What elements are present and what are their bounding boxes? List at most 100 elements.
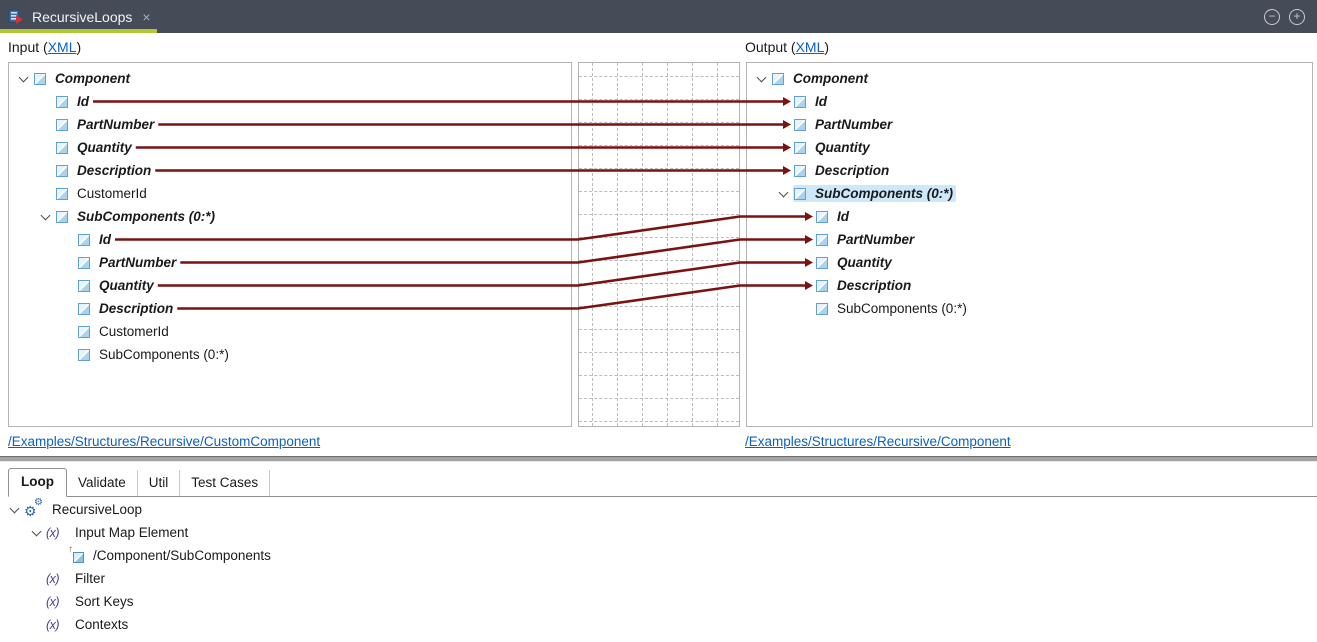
input-pane-label: Input (XML) [8,39,81,55]
node-label: CustomerId [77,186,147,201]
xml-element-icon [816,210,828,223]
expand-all-icon[interactable]: + [1289,8,1305,25]
input-xml-link[interactable]: XML [47,39,77,55]
input-node-subcomponents-0[interactable]: SubComponents (0:*) [9,343,571,366]
xml-element-icon [56,95,68,108]
node-label: Description [99,301,174,316]
node-label: PartNumber [837,232,915,247]
tab-test-cases[interactable]: Test Cases [180,470,271,496]
chevron-down-icon[interactable] [40,210,51,220]
map-element-target-icon: ↑ [68,544,84,563]
node-label: PartNumber [99,255,177,270]
grid-line [579,398,739,399]
chevron-down-icon[interactable] [9,503,20,513]
output-node-subcomponents-0[interactable]: SubComponents (0:*) [747,297,1312,320]
view-zoom-controls: − + [1264,0,1317,33]
loop-node-sort-keys[interactable]: (x)Sort Keys [0,590,1317,613]
input-node-subcomponents-0[interactable]: SubComponents (0:*) [9,205,571,228]
input-structure-link[interactable]: /Examples/Structures/Recursive/CustomCom… [8,434,321,449]
input-node-customerid[interactable]: CustomerId [9,182,571,205]
horizontal-splitter[interactable] [0,456,1317,462]
output-node-component[interactable]: Component [747,67,1312,90]
output-node-quantity[interactable]: Quantity [747,136,1312,159]
grid-line [579,122,739,123]
xml-element-icon [78,325,90,338]
node-label: Component [793,71,868,86]
output-structure-link[interactable]: /Examples/Structures/Recursive/Component [745,434,1011,449]
grid-line [579,283,739,284]
editor-tab-bar: RecursiveLoops × − + [0,0,1317,33]
grid-line [617,63,618,426]
close-tab-icon[interactable]: × [142,8,151,25]
loop-node-filter[interactable]: (x) Filter [0,567,1317,590]
loop-node-contexts[interactable]: (x) Contexts [0,613,1317,636]
expression-fx-icon: (x) [46,594,60,609]
node-label: Description [77,163,152,178]
chevron-down-icon[interactable] [778,187,789,197]
output-node-id[interactable]: Id [747,205,1312,228]
xml-element-icon [772,72,784,85]
output-label-text: Output ( [745,39,796,55]
output-node-id[interactable]: Id [747,90,1312,113]
input-node-quantity[interactable]: Quantity [9,274,571,297]
output-xml-link[interactable]: XML [795,39,825,55]
tab-loop[interactable]: Loop [8,468,67,497]
output-node-subcomponents-0[interactable]: SubComponents (0:*) [747,182,1312,205]
output-node-partnumber[interactable]: PartNumber [747,113,1312,136]
node-label: Filter [75,571,105,586]
input-node-id[interactable]: Id [9,90,571,113]
xml-element-icon [34,72,46,85]
node-label: Description [815,163,890,178]
xml-element-icon [78,233,90,246]
document-tab[interactable]: RecursiveLoops × [0,0,157,33]
grid-line [579,352,739,353]
tab-util[interactable]: Util [138,470,181,496]
chevron-down-icon[interactable] [756,72,767,82]
input-node-description[interactable]: Description [9,297,571,320]
mapping-document-icon [8,9,24,24]
output-node-partnumber[interactable]: PartNumber [747,228,1312,251]
grid-line [692,63,693,426]
input-label-close: ) [76,39,82,55]
node-label: Id [99,232,111,247]
loop-node-component-subcomponents[interactable]: ↑ /Component/SubComponents [0,544,1317,567]
input-node-description[interactable]: Description [9,159,571,182]
input-node-id[interactable]: Id [9,228,571,251]
grid-line [579,237,739,238]
node-label: Quantity [815,140,870,155]
grid-line [579,214,739,215]
input-node-partnumber[interactable]: PartNumber [9,113,571,136]
grid-line [579,99,739,100]
input-node-component[interactable]: Component [9,67,571,90]
node-label: /Component/SubComponents [93,548,271,563]
chevron-down-icon[interactable] [18,72,29,82]
output-node-description[interactable]: Description [747,274,1312,297]
loop-node-input-map-element[interactable]: (x)Input Map Element [0,521,1317,544]
loop-node-recursiveloop[interactable]: ⚙⚙RecursiveLoop [0,497,1317,521]
input-node-customerid[interactable]: CustomerId [9,320,571,343]
xml-element-icon [78,302,90,315]
xml-element-icon [56,187,68,200]
output-node-description[interactable]: Description [747,159,1312,182]
input-node-partnumber[interactable]: PartNumber [9,251,571,274]
xml-element-icon [816,233,828,246]
tab-validate[interactable]: Validate [67,470,138,496]
chevron-down-icon[interactable] [31,526,42,536]
output-node-quantity[interactable]: Quantity [747,251,1312,274]
grid-line [717,63,718,426]
grid-line [667,63,668,426]
node-label: Contexts [75,617,129,632]
input-node-quantity[interactable]: Quantity [9,136,571,159]
expression-fx-icon: (x) [46,617,60,632]
xml-element-icon [56,164,68,177]
node-label: PartNumber [77,117,155,132]
xml-element-icon [794,187,806,200]
grid-line [579,421,739,422]
xml-element-icon [56,210,68,223]
node-label: SubComponents (0:*) [815,186,953,201]
expression-fx-icon: (x) [46,571,60,586]
collapse-all-icon[interactable]: − [1264,8,1280,25]
